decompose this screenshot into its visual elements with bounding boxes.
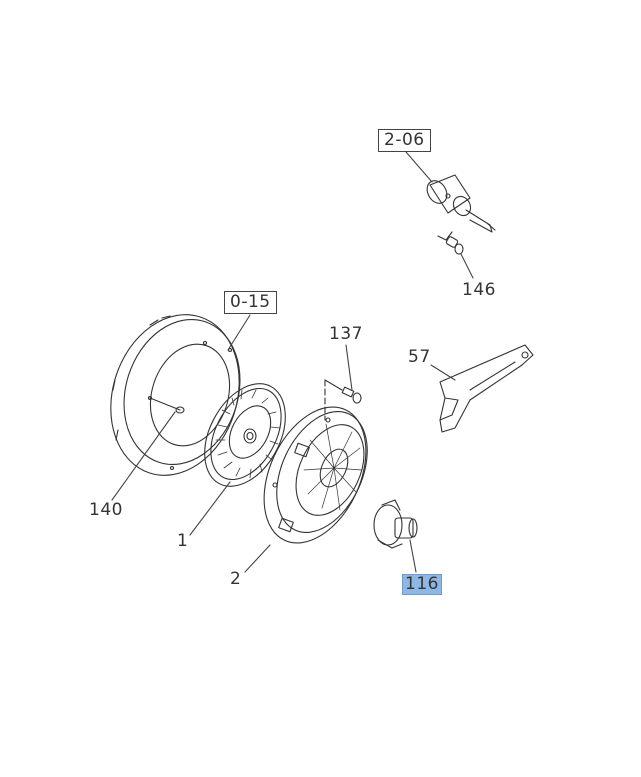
- callout-57[interactable]: 57: [408, 347, 431, 367]
- bolt-part[interactable]: [324, 379, 362, 421]
- callout-ref-0-15[interactable]: 0-15: [224, 291, 277, 314]
- release-fork-part[interactable]: [439, 344, 534, 433]
- clutch-disc-part[interactable]: [188, 370, 301, 500]
- callout-137[interactable]: 137: [329, 324, 363, 344]
- callout-140[interactable]: 140: [89, 500, 123, 520]
- flywheel-part[interactable]: [91, 298, 260, 492]
- callout-146[interactable]: 146: [462, 280, 496, 300]
- bleeder-screw-part[interactable]: [437, 231, 464, 255]
- callout-1[interactable]: 1: [177, 531, 189, 551]
- callout-2[interactable]: 2: [230, 569, 242, 589]
- callout-116-highlighted[interactable]: 116: [402, 574, 442, 595]
- callout-ref-2-06[interactable]: 2-06: [378, 129, 431, 152]
- slave-cylinder-part[interactable]: [423, 174, 496, 233]
- pressure-plate-part[interactable]: [244, 391, 386, 560]
- release-bearing-part[interactable]: [373, 499, 418, 549]
